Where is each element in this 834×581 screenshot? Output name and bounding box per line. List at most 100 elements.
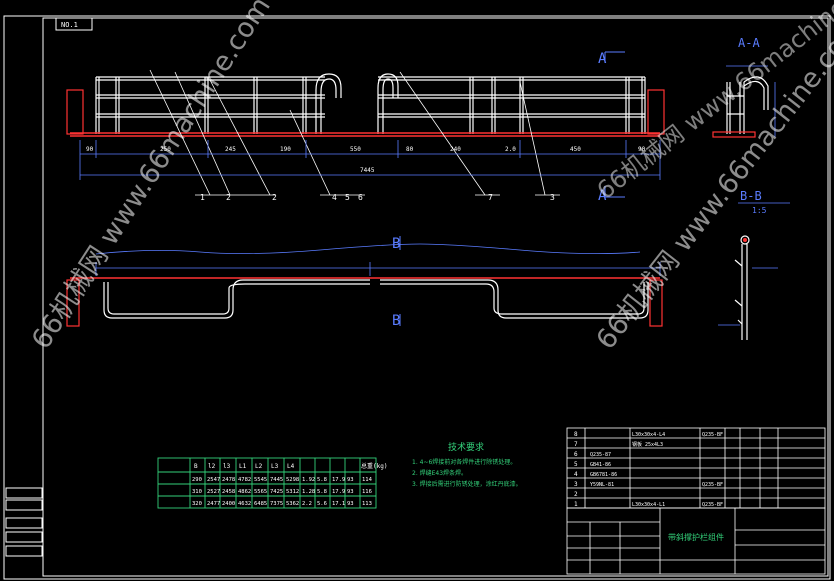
svg-text:1: 1 xyxy=(574,501,578,508)
svg-text:Q235-BF: Q235-BF xyxy=(702,482,723,488)
svg-text:1.92: 1.92 xyxy=(302,477,315,483)
svg-text:L30x30x4-L4: L30x30x4-L4 xyxy=(632,432,665,438)
svg-text:2.2: 2.2 xyxy=(302,501,312,507)
svg-text:3: 3 xyxy=(574,481,578,488)
svg-text:钢板 25x4L3: 钢板 25x4L3 xyxy=(632,441,663,448)
svg-text:B: B xyxy=(194,463,198,470)
section-label-b-bottom: B xyxy=(392,313,400,329)
svg-text:114: 114 xyxy=(362,477,373,483)
svg-text:2: 2 xyxy=(574,491,578,498)
svg-text:GB41-86: GB41-86 xyxy=(590,462,611,468)
plan-break-line xyxy=(95,243,641,255)
sheet-tag: NO.1 xyxy=(61,21,78,29)
plan-end-left xyxy=(66,279,80,327)
svg-text:550: 550 xyxy=(350,146,361,153)
param-table-rows: 290 2547 2478 4782 5545 7445 5298 1.92 5… xyxy=(192,477,373,507)
svg-text:245: 245 xyxy=(225,146,236,153)
svg-text:5: 5 xyxy=(574,461,578,468)
svg-text:93: 93 xyxy=(347,477,354,483)
balloon-label: 3 xyxy=(550,193,555,202)
svg-text:5.6: 5.6 xyxy=(317,501,327,507)
svg-text:L3: L3 xyxy=(271,463,279,470)
bottom-channel xyxy=(70,132,660,137)
front-elevation xyxy=(66,73,665,135)
svg-text:1.28: 1.28 xyxy=(302,489,315,495)
svg-text:4862: 4862 xyxy=(238,489,251,495)
section-title-bb: B-B xyxy=(740,189,762,203)
param-table-grid xyxy=(157,457,377,509)
plan-end-right xyxy=(649,279,663,327)
svg-text:Q235-BF: Q235-BF xyxy=(702,502,723,508)
svg-text:450: 450 xyxy=(570,146,581,153)
leader-lines xyxy=(149,69,560,196)
svg-text:4782: 4782 xyxy=(238,477,251,483)
bom-specs: L30x30x4-L4 钢板 25x4L3 Q235-87 GB41-86 GB… xyxy=(590,432,723,508)
aa-side-view xyxy=(726,76,769,134)
svg-text:2527: 2527 xyxy=(207,489,220,495)
svg-text:5298: 5298 xyxy=(286,477,299,483)
section-title-aa: A-A xyxy=(738,36,760,50)
bb-section-view xyxy=(734,235,750,340)
svg-text:17.9: 17.9 xyxy=(332,489,345,495)
aa-dim xyxy=(726,65,776,137)
svg-text:6485: 6485 xyxy=(254,501,267,507)
svg-text:l3: l3 xyxy=(223,463,231,470)
tech-req-lines: 1. 4~6焊接前对各焊件进行除锈处理。 2. 焊缝E43焊条焊。 3. 焊接后… xyxy=(412,458,522,488)
svg-text:93: 93 xyxy=(347,501,354,507)
balloon-label: 4 xyxy=(332,193,337,202)
section-scale-bb: 1:5 xyxy=(752,206,767,215)
dimension-lines xyxy=(79,140,661,180)
svg-text:5.8: 5.8 xyxy=(317,489,327,495)
bom-numbers: 8 7 6 5 4 3 2 1 xyxy=(574,431,578,508)
balloon-label: 5 xyxy=(345,193,350,202)
svg-text:Q235-87: Q235-87 xyxy=(590,452,611,458)
svg-text:80: 80 xyxy=(406,146,414,153)
section-label-b-top: B xyxy=(392,236,400,252)
svg-text:5362: 5362 xyxy=(286,501,299,507)
post-right-end xyxy=(647,89,665,135)
balloon-label: 7 xyxy=(488,193,493,202)
title-block-grid xyxy=(566,507,826,575)
plan-view xyxy=(103,279,649,319)
bb-dim xyxy=(718,267,778,326)
post-left-end xyxy=(66,89,84,135)
svg-text:8: 8 xyxy=(574,431,578,438)
balloon-label: 2 xyxy=(272,193,277,202)
left-margin-blocks xyxy=(5,487,43,557)
svg-text:L2: L2 xyxy=(255,463,263,470)
svg-text:Q235-BF: Q235-BF xyxy=(702,432,723,438)
svg-text:5565: 5565 xyxy=(254,489,267,495)
svg-text:5545: 5545 xyxy=(254,477,267,483)
inner-frame xyxy=(42,17,829,577)
svg-text:3. 焊接后需进行防锈处理，涂红丹底漆。: 3. 焊接后需进行防锈处理，涂红丹底漆。 xyxy=(412,480,522,488)
svg-text:17.9: 17.9 xyxy=(332,477,345,483)
svg-text:93: 93 xyxy=(347,489,354,495)
svg-text:1. 4~6焊接前对各焊件进行除锈处理。: 1. 4~6焊接前对各焊件进行除锈处理。 xyxy=(412,458,516,466)
sheet-tag-box xyxy=(55,17,93,31)
svg-text:6: 6 xyxy=(574,451,578,458)
svg-text:116: 116 xyxy=(362,489,372,495)
svg-text:2477: 2477 xyxy=(207,501,220,507)
svg-text:2478: 2478 xyxy=(222,477,235,483)
svg-text:总重(kg): 总重(kg) xyxy=(361,462,387,470)
svg-text:7425: 7425 xyxy=(270,489,283,495)
svg-text:2458: 2458 xyxy=(222,489,235,495)
svg-text:2.0: 2.0 xyxy=(505,146,516,153)
svg-text:Y59NL-81: Y59NL-81 xyxy=(590,482,614,488)
plan-dims xyxy=(95,262,661,276)
svg-text:L1: L1 xyxy=(239,463,247,470)
balloon-label: 1 xyxy=(200,193,205,202)
svg-text:113: 113 xyxy=(362,501,372,507)
svg-text:4: 4 xyxy=(574,471,578,478)
dimension-values: 90 250 245 190 550 80 240 2.0 450 90 744… xyxy=(86,146,646,174)
svg-text:310: 310 xyxy=(192,489,202,495)
svg-text:2400: 2400 xyxy=(222,501,235,507)
balloon-label: 6 xyxy=(358,193,363,202)
svg-text:250: 250 xyxy=(160,146,171,153)
svg-text:4632: 4632 xyxy=(238,501,251,507)
svg-text:240: 240 xyxy=(450,146,461,153)
svg-text:l2: l2 xyxy=(208,463,216,470)
svg-text:L4: L4 xyxy=(287,463,295,470)
svg-text:7445: 7445 xyxy=(270,477,283,483)
